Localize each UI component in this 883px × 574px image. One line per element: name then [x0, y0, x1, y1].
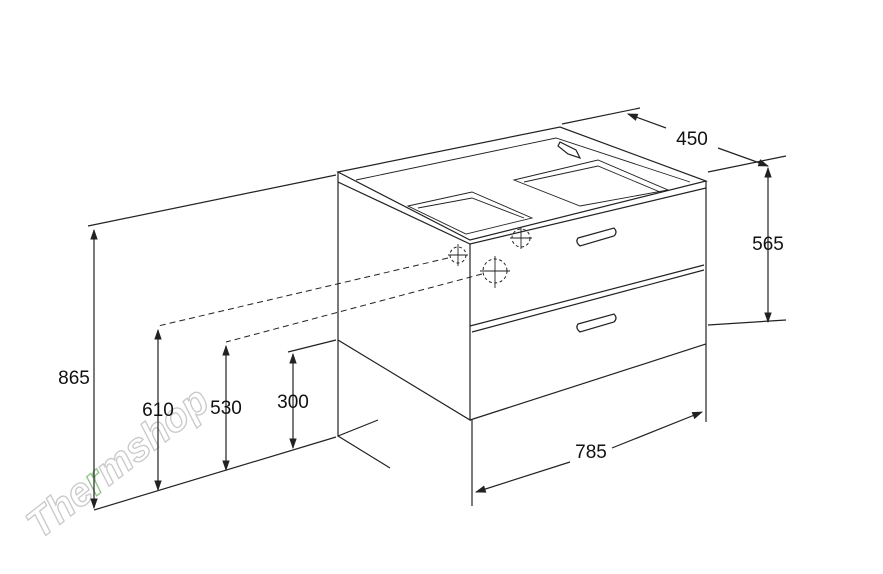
watermark-logo: Thermshop: [18, 378, 218, 548]
basin-right: [512, 159, 670, 207]
dim-line-450-a: [626, 113, 667, 129]
cabinet-left-side: [337, 182, 471, 422]
dim-line-785-b: [611, 411, 704, 449]
pipe-markers: [448, 227, 532, 288]
dim-label-530: 530: [210, 398, 242, 419]
watermark-text-end: mshop: [87, 378, 217, 493]
dim-line-450-b: [717, 147, 770, 167]
dim-line-785-a: [474, 461, 571, 493]
dim-label-865: 865: [58, 368, 90, 389]
drawer-separator-upper: [469, 264, 705, 327]
pipe-leader-2: [225, 273, 483, 343]
dim-label-565: 565: [752, 234, 784, 255]
drawer-separator-lower: [471, 269, 705, 333]
dim-label-610: 610: [142, 400, 174, 421]
ext-450-back: [561, 107, 641, 125]
pipe-leader-1: [157, 257, 449, 327]
top-inner-rim: [355, 137, 691, 183]
ext-565-bottom: [707, 319, 787, 326]
basin-left-inner: [417, 197, 525, 219]
cabinet-outline: [336, 126, 709, 469]
floor-line-left: [337, 435, 391, 469]
dim-label-450: 450: [676, 129, 708, 150]
basin-right-inner: [523, 165, 661, 193]
wall-corner: [337, 340, 379, 437]
drawer-handle-upper[interactable]: [576, 227, 617, 247]
top-extension-line: [87, 174, 337, 227]
svg-text:Thermshop: Thermshop: [18, 378, 217, 547]
cabinet-front: [469, 188, 707, 421]
drawer-handle-lower[interactable]: [576, 313, 617, 333]
basin-left: [406, 191, 534, 235]
faucet-stub: [557, 141, 582, 160]
dim-label-785: 785: [575, 442, 607, 463]
dim-label-300: 300: [277, 392, 309, 413]
ext-300: [287, 339, 337, 353]
ext-450-front: [707, 155, 787, 173]
floor-line: [93, 436, 337, 511]
